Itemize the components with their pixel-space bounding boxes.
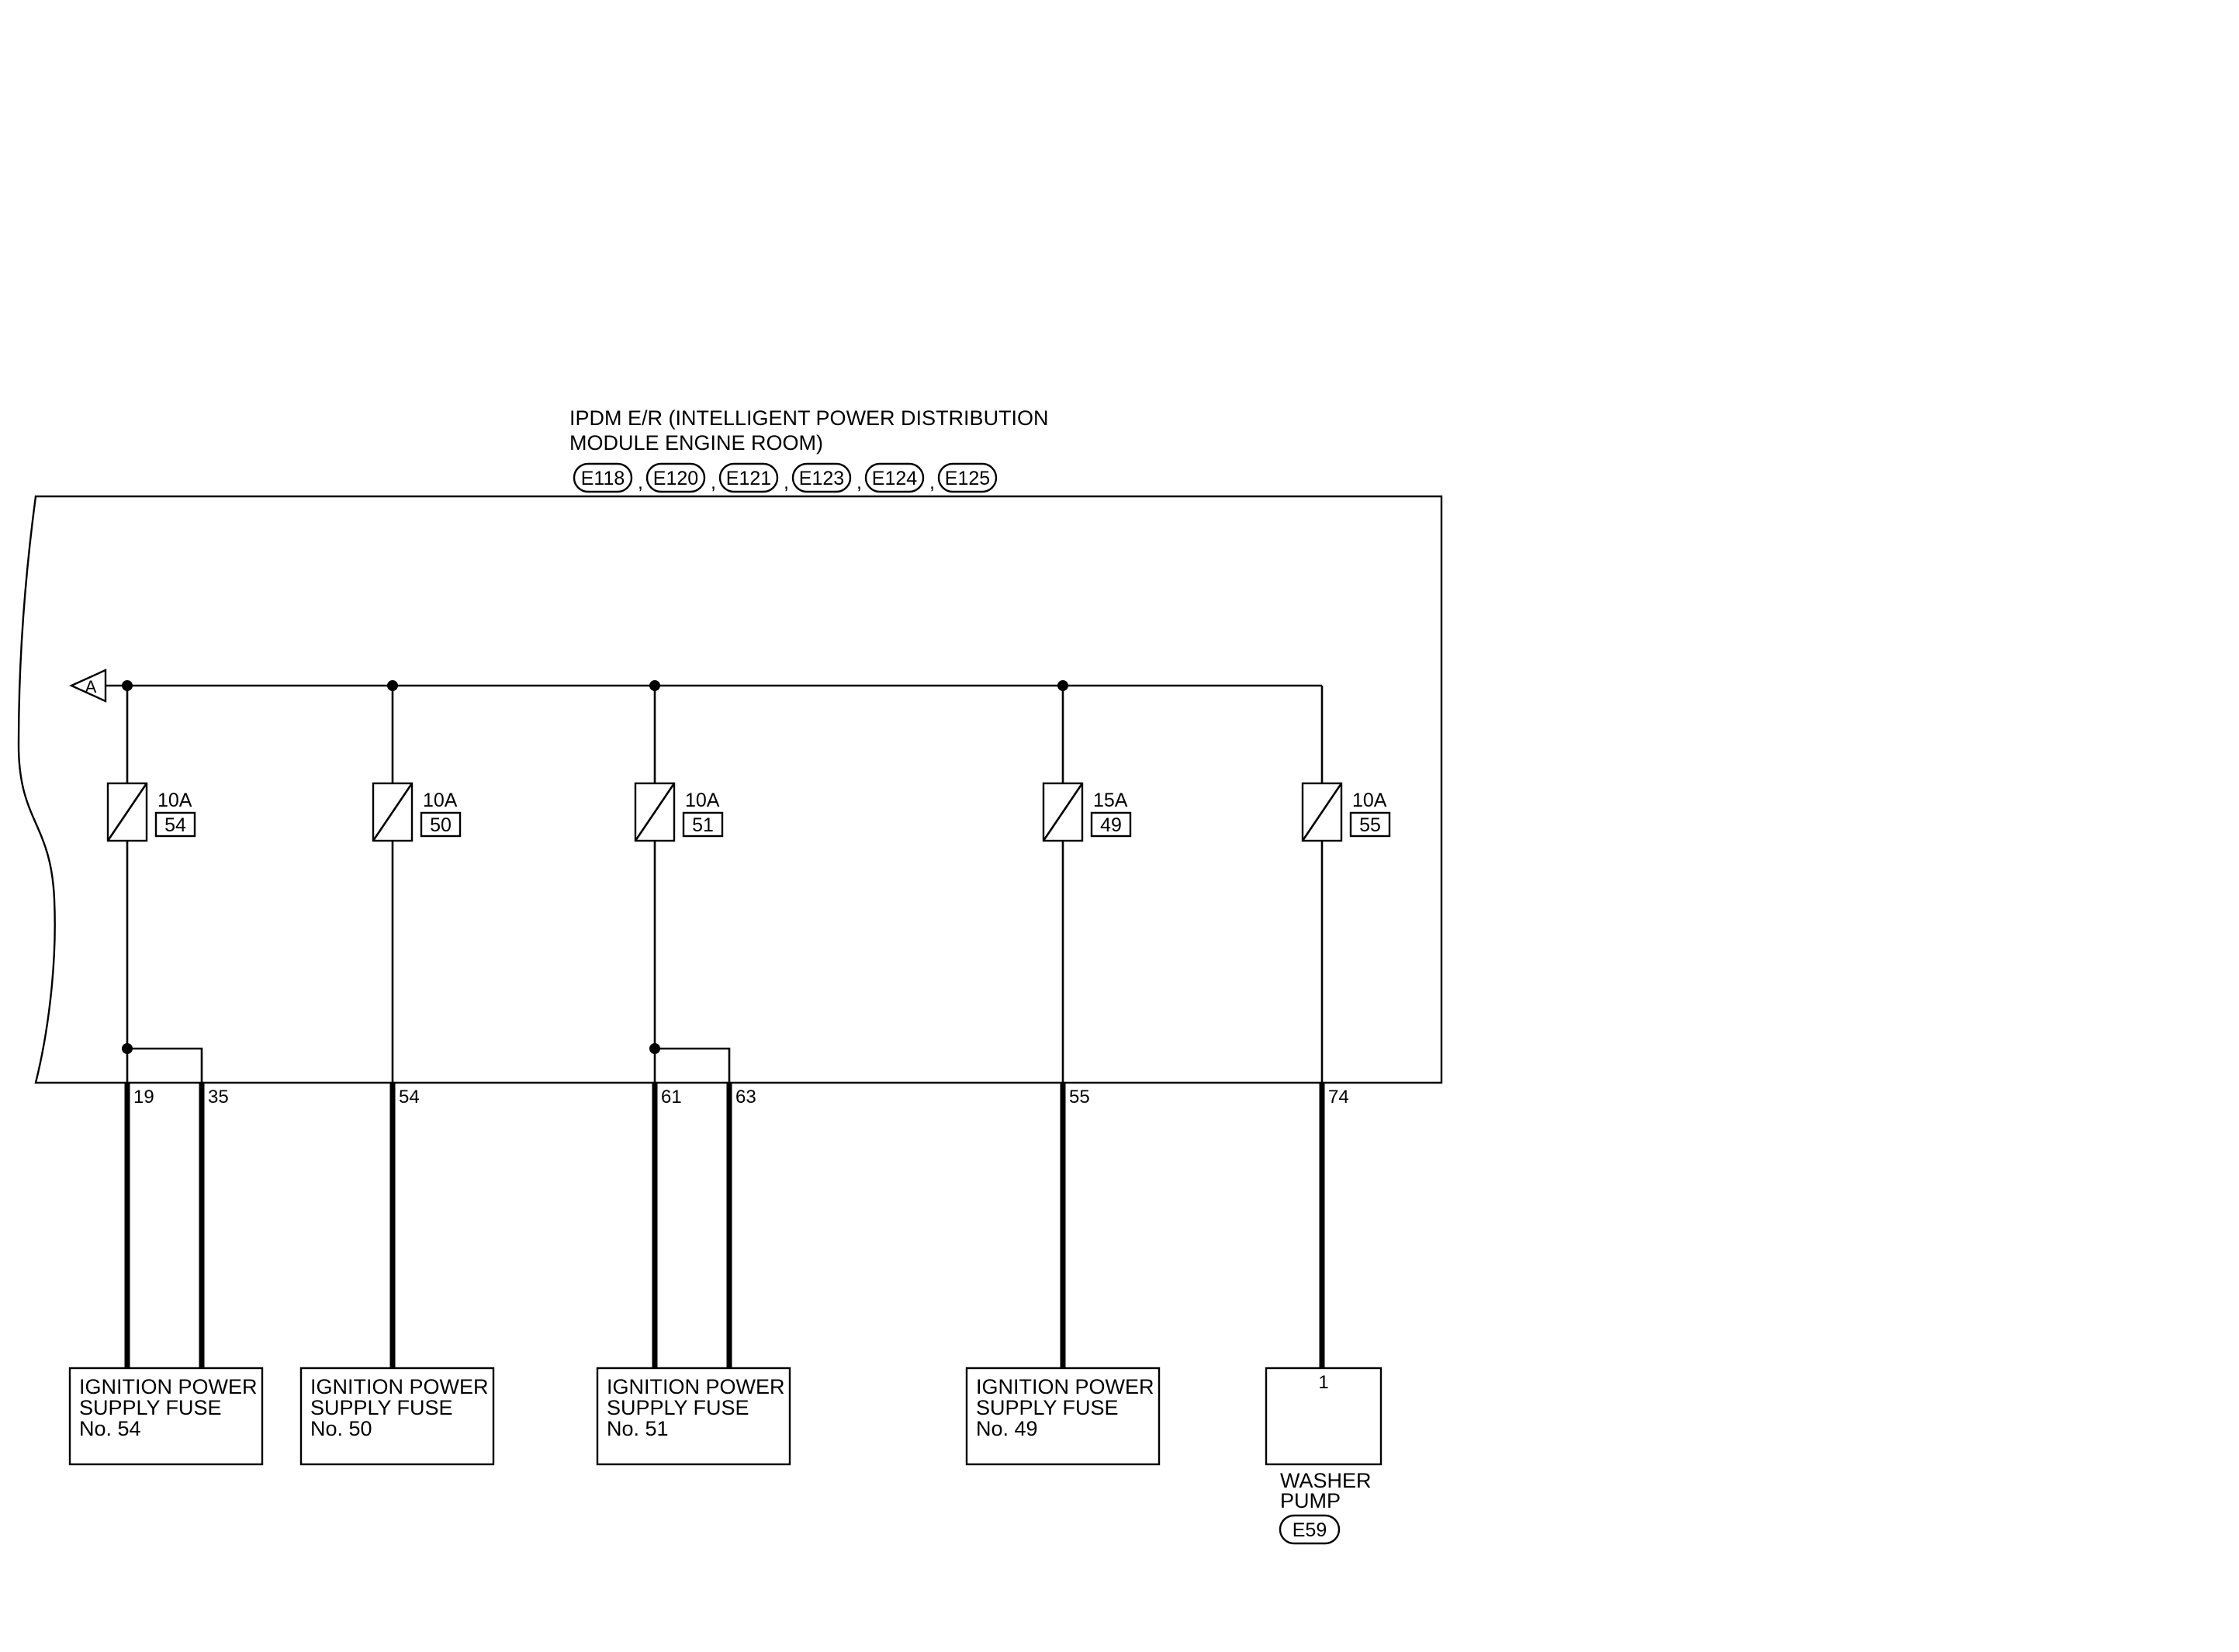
connector-badge: E118 <box>573 462 633 493</box>
fuse-number: 55 <box>1359 814 1381 836</box>
destination-fuse-51: IGNITION POWER SUPPLY FUSE No. 51 <box>596 1367 791 1466</box>
washer-pump-label-line2: PUMP <box>1280 1489 1341 1512</box>
connector-badge: E124 <box>864 462 925 493</box>
branch-fuse-50: 10A 50 <box>372 686 462 1083</box>
connector-badge: E120 <box>645 462 706 493</box>
fuse-symbol <box>372 782 414 842</box>
fuse-rating: 15A <box>1093 790 1128 811</box>
fuse-symbol <box>1301 782 1343 842</box>
fuse-number: 49 <box>1100 814 1122 836</box>
destination-fuse-49: IGNITION POWER SUPPLY FUSE No. 49 <box>965 1367 1161 1466</box>
connector-list: E118 , E120 , E121 , E123 , E124 , E125 <box>573 462 998 493</box>
destination-line2: SUPPLY FUSE <box>310 1396 453 1419</box>
connector-label: E124 <box>872 468 917 489</box>
connector-label: E121 <box>726 468 771 489</box>
connector-label: E123 <box>799 468 844 489</box>
destination-fuse-50: IGNITION POWER SUPPLY FUSE No. 50 <box>299 1367 495 1466</box>
fuse-number: 51 <box>692 814 714 836</box>
washer-pump-label-line1: WASHER <box>1280 1469 1372 1492</box>
connector-separator: , <box>711 472 716 493</box>
branch-fuse-49: 15A 49 <box>1042 686 1132 1083</box>
fuse-rating: 10A <box>423 790 458 811</box>
fuse-symbol <box>634 782 676 842</box>
fuse-rating: 10A <box>685 790 720 811</box>
pin-labels: 19 35 54 61 63 55 74 <box>133 1087 1349 1108</box>
connector-label: E125 <box>945 468 990 489</box>
pin-label: 63 <box>735 1087 756 1108</box>
fuse-rating: 10A <box>1352 790 1387 811</box>
bus-label: A <box>85 677 97 696</box>
module-title-line1: IPDM E/R (INTELLIGENT POWER DISTRIBUTION <box>569 406 1049 430</box>
destination-line3: No. 49 <box>976 1417 1038 1440</box>
fuse-number-box <box>1349 811 1391 838</box>
pin-label: 19 <box>133 1087 154 1108</box>
pin-label: 35 <box>208 1087 229 1108</box>
connector-separator: , <box>638 472 643 493</box>
connector-badge: E123 <box>791 462 852 493</box>
fuse-number-box <box>154 811 196 838</box>
washer-pump-pin: 1 <box>1318 1372 1328 1393</box>
connector-separator: , <box>856 472 862 493</box>
fuse-number-box <box>1090 811 1132 838</box>
fuse-number-box <box>682 811 724 838</box>
fuse-symbol <box>1042 782 1084 842</box>
module-outline <box>17 495 1443 1084</box>
destination-line2: SUPPLY FUSE <box>607 1396 749 1419</box>
fuse-symbol <box>106 782 148 842</box>
washer-pump-connector-badge <box>1279 1514 1341 1545</box>
connector-separator: , <box>784 472 789 493</box>
destination-line3: No. 51 <box>607 1417 669 1440</box>
destination-line2: SUPPLY FUSE <box>79 1396 222 1419</box>
pin-label: 55 <box>1069 1087 1090 1108</box>
branch-fuse-51: 10A 51 <box>634 686 731 1083</box>
destination-fuse-54: IGNITION POWER SUPPLY FUSE No. 54 <box>68 1367 264 1466</box>
fuse-rating: 10A <box>157 790 192 811</box>
connector-badge: E121 <box>718 462 779 493</box>
pin-label: 61 <box>661 1087 682 1108</box>
harness-wires <box>124 1083 1325 1368</box>
module-title-line2: MODULE ENGINE ROOM) <box>569 431 823 454</box>
branch-fuse-55: 10A 55 <box>1301 782 1391 1083</box>
washer-pump: 1 WASHER PUMP E59 <box>1265 1367 1383 1545</box>
destination-line2: SUPPLY FUSE <box>976 1396 1119 1419</box>
fuse-number: 54 <box>164 814 186 836</box>
destination-line3: No. 50 <box>310 1417 372 1440</box>
pin-label: 54 <box>399 1087 420 1108</box>
connector-badge: E125 <box>937 462 998 493</box>
destination-line1: IGNITION POWER <box>976 1375 1154 1398</box>
pin-label: 74 <box>1328 1087 1349 1108</box>
branch-fuse-54: 10A 54 <box>106 686 203 1083</box>
connector-separator: , <box>929 472 935 493</box>
destination-line1: IGNITION POWER <box>79 1375 258 1398</box>
destination-line1: IGNITION POWER <box>310 1375 489 1398</box>
washer-pump-connector: E59 <box>1293 1519 1327 1541</box>
connector-label: E120 <box>653 468 698 489</box>
washer-pump-box <box>1265 1367 1383 1466</box>
connector-label: E118 <box>581 468 625 489</box>
bus-connector-a: A <box>69 669 107 703</box>
destination-line1: IGNITION POWER <box>607 1375 785 1398</box>
destination-line3: No. 54 <box>79 1417 141 1440</box>
fuse-number: 50 <box>430 814 452 836</box>
fuse-number-box <box>420 811 462 838</box>
